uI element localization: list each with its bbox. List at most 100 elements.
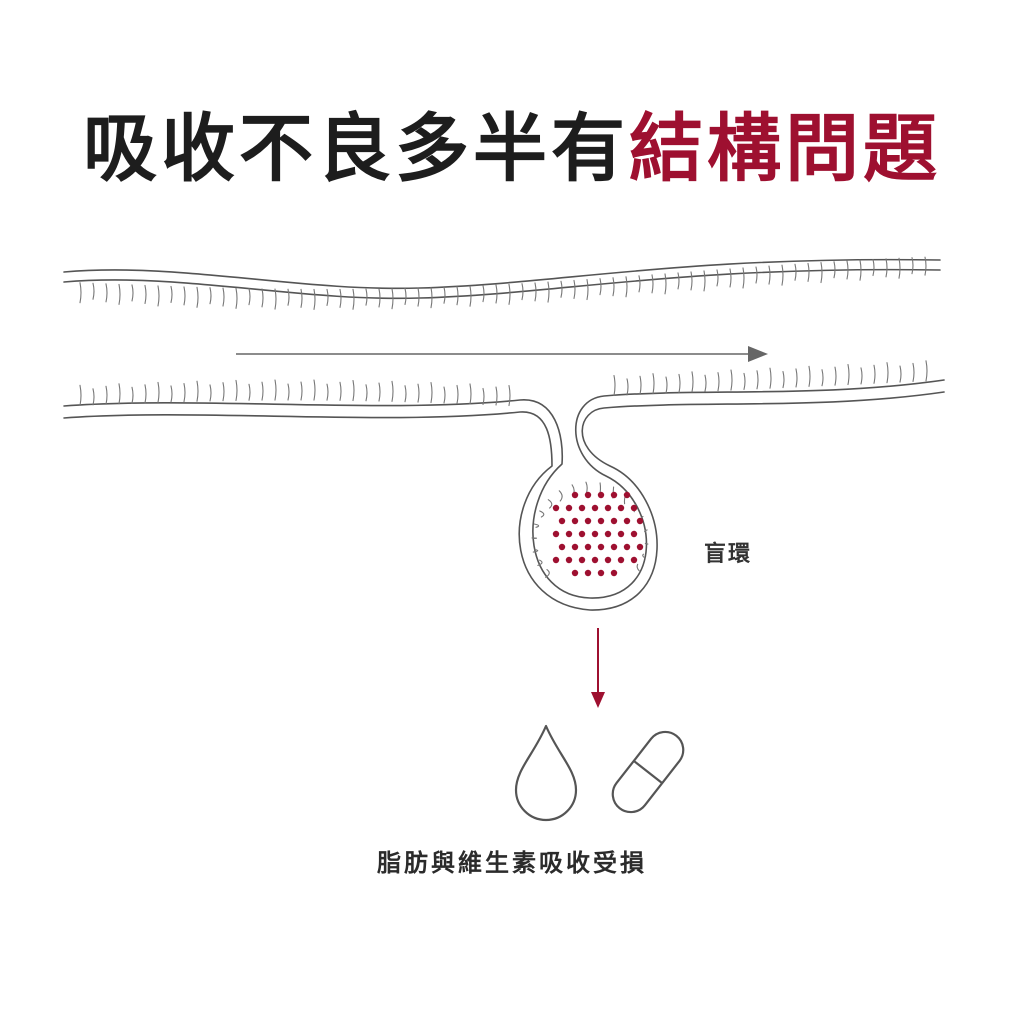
bacteria-dot xyxy=(578,504,586,512)
villus xyxy=(391,288,394,310)
villus xyxy=(755,266,758,284)
villus xyxy=(545,569,550,578)
villus xyxy=(378,288,381,308)
vitamin-capsule-icon xyxy=(611,730,685,814)
villus xyxy=(339,381,342,401)
bacteria-dot xyxy=(610,517,618,525)
absorption-caption: 脂肪與維生素吸收受損 xyxy=(377,849,647,877)
villus xyxy=(651,274,654,294)
villus xyxy=(274,379,277,401)
villus xyxy=(533,523,540,528)
bacteria-dot xyxy=(617,556,625,564)
bacteria-dot xyxy=(604,530,612,538)
villus xyxy=(912,362,915,383)
bacteria-dot xyxy=(584,517,592,525)
villus xyxy=(558,490,563,502)
villus xyxy=(532,549,539,553)
villus xyxy=(742,267,745,289)
villus xyxy=(539,510,545,518)
villus xyxy=(782,371,785,389)
bacteria-dot xyxy=(565,504,573,512)
villus xyxy=(92,388,95,406)
bacteria-dot xyxy=(597,569,605,577)
villus xyxy=(846,260,849,280)
villus xyxy=(261,381,264,401)
villus xyxy=(547,281,550,303)
villus xyxy=(326,383,329,401)
villus xyxy=(495,284,498,304)
villus xyxy=(79,384,82,406)
villus xyxy=(677,272,680,290)
villus xyxy=(313,288,316,310)
villus xyxy=(794,263,797,281)
villus xyxy=(678,373,681,394)
villus xyxy=(157,285,160,307)
villus xyxy=(209,287,212,305)
villus xyxy=(391,380,394,402)
villus xyxy=(313,379,316,401)
villus xyxy=(636,563,640,572)
down-arrow xyxy=(591,628,605,708)
bacteria-dot xyxy=(617,530,625,538)
bacteria-dot xyxy=(623,517,631,525)
villus xyxy=(144,384,147,404)
villus xyxy=(691,371,694,393)
villus xyxy=(911,257,914,275)
villus xyxy=(665,376,668,394)
villus xyxy=(248,288,251,306)
villus xyxy=(847,363,850,386)
villus xyxy=(729,268,732,288)
villus xyxy=(430,287,433,309)
villus xyxy=(716,269,719,287)
bacteria-dot xyxy=(552,556,560,564)
bacteria-dot xyxy=(604,504,612,512)
villus xyxy=(183,286,186,306)
villus xyxy=(833,261,836,279)
villus xyxy=(404,385,407,403)
villus xyxy=(443,286,446,304)
lower-wall-outer xyxy=(63,391,945,611)
bacteria-dot xyxy=(623,491,631,499)
bacteria-dot xyxy=(630,530,638,538)
villus xyxy=(613,374,616,397)
villus xyxy=(365,288,368,306)
villus xyxy=(873,364,876,384)
villus xyxy=(105,283,108,303)
villus xyxy=(690,271,693,291)
title-main: 吸收不良多半有 xyxy=(83,106,629,192)
villus xyxy=(274,288,277,310)
bacteria-dot xyxy=(558,517,566,525)
flow-arrow xyxy=(236,346,768,362)
bacteria-dot xyxy=(565,556,573,564)
bacteria-dot xyxy=(578,530,586,538)
villus xyxy=(924,256,927,276)
bacteria-dot xyxy=(571,491,579,499)
villus xyxy=(704,374,707,392)
title-highlight: 結構問題 xyxy=(629,106,941,192)
villus xyxy=(352,288,355,310)
villus xyxy=(730,369,733,391)
villus xyxy=(131,284,134,302)
villus xyxy=(925,360,928,382)
villus xyxy=(430,381,433,404)
bacteria-dot xyxy=(591,504,599,512)
villus xyxy=(642,553,646,559)
villus xyxy=(365,384,368,402)
intestine-walls xyxy=(63,258,945,611)
villus xyxy=(534,282,537,302)
villus xyxy=(105,385,108,405)
bacteria-dot xyxy=(610,543,618,551)
villus xyxy=(547,499,553,509)
villus xyxy=(885,258,888,278)
bacteria-dot xyxy=(630,556,638,564)
bacteria-dot xyxy=(591,530,599,538)
villus xyxy=(378,382,381,402)
bacteria-dot xyxy=(617,504,625,512)
villus xyxy=(860,367,863,385)
villus xyxy=(834,366,837,386)
bacteria-dot xyxy=(597,543,605,551)
villus xyxy=(482,387,485,406)
bacteria-dot xyxy=(578,556,586,564)
villus xyxy=(898,257,901,279)
fat-droplet-icon xyxy=(514,724,578,822)
